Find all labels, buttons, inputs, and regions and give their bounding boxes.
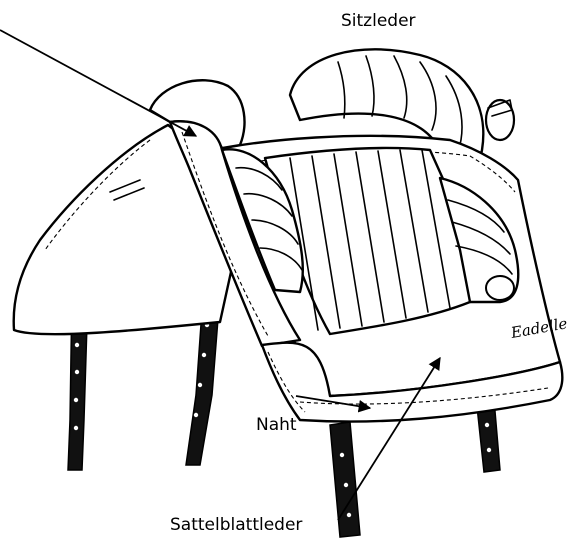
- front-girth-strap: [330, 422, 360, 537]
- label-sattelblattleder: Sattelblattleder: [170, 515, 302, 535]
- pointer-line-top-left: [0, 30, 196, 136]
- label-naht: Naht: [256, 415, 297, 435]
- label-sitzleder: Sitzleder: [341, 11, 416, 31]
- saddle-illustration: Eadelle: [14, 49, 569, 537]
- rear-d-ring: [486, 100, 514, 140]
